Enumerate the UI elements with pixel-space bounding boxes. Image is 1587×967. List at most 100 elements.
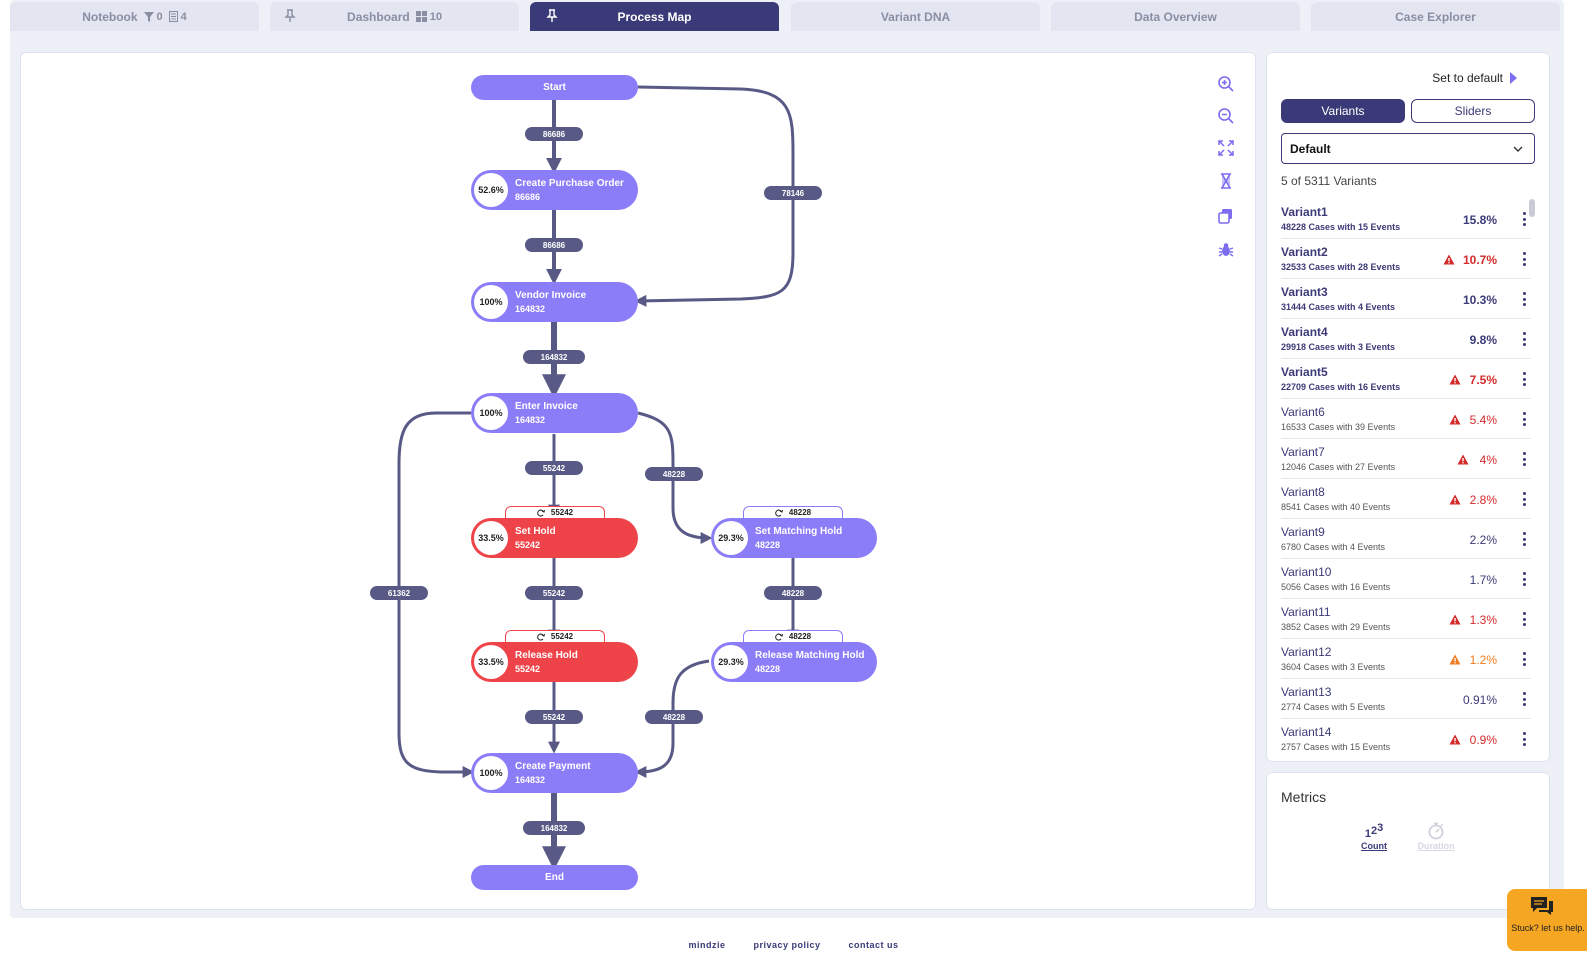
tab-process-map[interactable]: Process Map bbox=[530, 2, 779, 31]
node-count: 55242 bbox=[515, 664, 541, 674]
fit-screen-icon[interactable] bbox=[1217, 139, 1235, 157]
hourglass-icon[interactable] bbox=[1217, 172, 1235, 190]
edge-label-start-vi: 78146 bbox=[764, 186, 822, 200]
node-count: 86686 bbox=[515, 192, 541, 202]
self-loop-set-hold: 55242 bbox=[505, 506, 605, 518]
more-options-icon[interactable] bbox=[1517, 451, 1531, 467]
node-count: 48228 bbox=[755, 540, 781, 550]
warning-icon bbox=[1449, 654, 1461, 665]
edge-start-vi[interactable] bbox=[634, 85, 795, 307]
node-enter-invoice[interactable]: 100% Enter Invoice 164832 bbox=[471, 393, 638, 433]
more-options-icon[interactable] bbox=[1517, 611, 1531, 627]
footer-link-contact[interactable]: contact us bbox=[848, 940, 899, 950]
variant-description: 8541 Cases with 40 Events bbox=[1281, 502, 1391, 512]
sliders-toggle[interactable]: Sliders bbox=[1411, 99, 1535, 123]
variant-percentage: 9.8% bbox=[1469, 333, 1497, 347]
metrics-title: Metrics bbox=[1281, 789, 1327, 805]
variant-set-select[interactable]: Default bbox=[1281, 133, 1535, 164]
node-name: Vendor Invoice bbox=[515, 290, 587, 301]
more-options-icon[interactable] bbox=[1517, 371, 1531, 387]
variant-name: Variant13 bbox=[1281, 685, 1332, 699]
layers-icon[interactable] bbox=[1217, 207, 1235, 225]
variant-list-scrollbar[interactable] bbox=[1529, 199, 1535, 217]
variants-toggle[interactable]: Variants bbox=[1281, 99, 1405, 123]
metric-duration[interactable]: Duration bbox=[1411, 821, 1461, 851]
footer-link-privacy[interactable]: privacy policy bbox=[753, 940, 821, 950]
node-set-matching-hold[interactable]: 29.3% Set Matching Hold 48228 bbox=[711, 518, 877, 558]
footer-link-mindzie[interactable]: mindzie bbox=[688, 940, 726, 950]
tab-data-overview[interactable]: Data Overview bbox=[1051, 2, 1300, 31]
more-options-icon[interactable] bbox=[1517, 571, 1531, 587]
tab-label: Case Explorer bbox=[1395, 9, 1476, 24]
widget-count-value: 10 bbox=[429, 10, 442, 23]
loop-icon bbox=[537, 633, 545, 641]
variant-percentage: 2.2% bbox=[1469, 533, 1497, 547]
tab-notebook[interactable]: Notebook 0 4 bbox=[10, 2, 259, 31]
edge-label-start-cpo: 86686 bbox=[525, 127, 583, 141]
edge-label-smh-rmh: 48228 bbox=[764, 586, 822, 600]
more-options-icon[interactable] bbox=[1517, 251, 1531, 267]
edge-label-rh-cp: 55242 bbox=[525, 710, 583, 724]
more-options-icon[interactable] bbox=[1517, 331, 1531, 347]
variant-percentage: 0.91% bbox=[1462, 693, 1497, 707]
edge-ei-cp[interactable] bbox=[397, 411, 475, 778]
process-map-canvas[interactable]: 86686 86686 78146 164832 55242 48228 613… bbox=[20, 52, 1256, 910]
tab-variant-dna[interactable]: Variant DNA bbox=[791, 2, 1040, 31]
edge-rmh-cp[interactable] bbox=[634, 659, 710, 778]
tab-dashboard[interactable]: Dashboard 10 bbox=[270, 2, 519, 31]
variant-percentage: 10.7% bbox=[1462, 253, 1497, 267]
more-options-icon[interactable] bbox=[1517, 211, 1531, 227]
more-options-icon[interactable] bbox=[1517, 491, 1531, 507]
warning-icon bbox=[1449, 734, 1461, 745]
node-vendor-invoice[interactable]: 100% Vendor Invoice 164832 bbox=[471, 282, 638, 322]
zoom-in-icon[interactable] bbox=[1217, 75, 1235, 93]
more-options-icon[interactable] bbox=[1517, 531, 1531, 547]
node-create-purchase-order[interactable]: 52.6% Create Purchase Order 86686 bbox=[471, 170, 638, 210]
more-options-icon[interactable] bbox=[1517, 651, 1531, 667]
footer: mindzie privacy policy contact us bbox=[0, 932, 1587, 958]
edge-ei-smh[interactable] bbox=[637, 411, 713, 544]
node-start[interactable]: Start bbox=[471, 75, 638, 100]
node-set-hold[interactable]: 33.5% Set Hold 55242 bbox=[471, 518, 638, 558]
more-options-icon[interactable] bbox=[1517, 291, 1531, 307]
variant-name: Variant14 bbox=[1281, 725, 1332, 739]
help-chat-widget[interactable]: Stuck? let us help. bbox=[1507, 889, 1587, 951]
tab-label: Notebook bbox=[82, 9, 138, 24]
node-release-hold[interactable]: 33.5% Release Hold 55242 bbox=[471, 642, 638, 682]
variant-description: 29918 Cases with 3 Events bbox=[1281, 342, 1396, 352]
tab-case-explorer[interactable]: Case Explorer bbox=[1311, 2, 1560, 31]
metrics-panel: Metrics 123 Count Duration bbox=[1266, 772, 1550, 910]
play-icon[interactable] bbox=[1510, 72, 1517, 84]
zoom-out-icon[interactable] bbox=[1217, 107, 1235, 125]
widget-count: 10 bbox=[415, 10, 442, 23]
more-options-icon[interactable] bbox=[1517, 691, 1531, 707]
more-options-icon[interactable] bbox=[1517, 411, 1531, 427]
node-name: Set Matching Hold bbox=[755, 526, 843, 537]
more-options-icon[interactable] bbox=[1517, 731, 1531, 747]
self-loop-count: 48228 bbox=[788, 632, 812, 641]
set-default-button[interactable]: Set to default bbox=[1432, 71, 1503, 85]
node-release-matching-hold[interactable]: 29.3% Release Matching Hold 48228 bbox=[711, 642, 877, 682]
node-end[interactable]: End bbox=[471, 865, 638, 890]
pin-icon bbox=[284, 9, 296, 22]
node-create-payment[interactable]: 100% Create Payment 164832 bbox=[471, 753, 638, 793]
bug-icon[interactable] bbox=[1217, 241, 1235, 259]
grid-icon bbox=[415, 11, 427, 22]
metric-count[interactable]: 123 Count bbox=[1349, 821, 1399, 851]
